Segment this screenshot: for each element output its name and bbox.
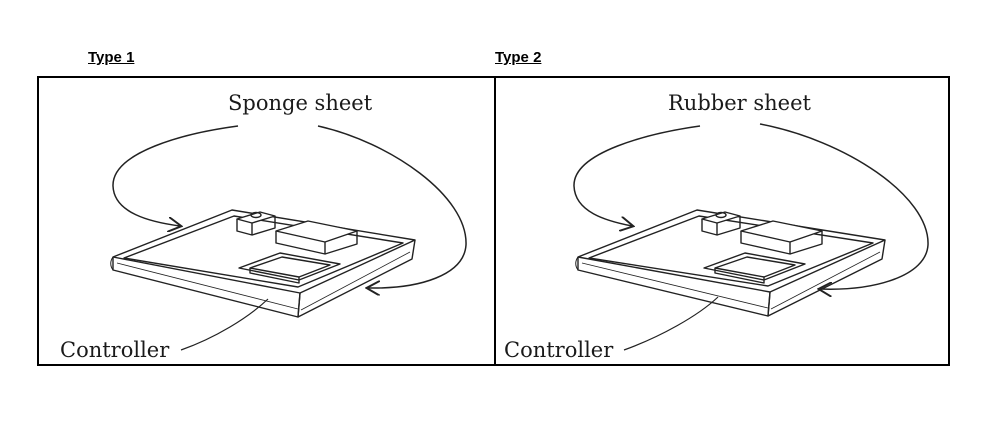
rubber-arrow-right [759, 123, 929, 289]
controller-tray-1 [110, 209, 416, 318]
controller-label-1: Controller [60, 338, 170, 362]
controller-leader-2 [623, 296, 719, 351]
rubber-arrow-left [573, 125, 701, 226]
sponge-arrow-left [112, 125, 239, 226]
controller-leader-1 [180, 298, 269, 351]
type-1-label: Type 1 [88, 49, 135, 66]
diagram-frame [37, 76, 950, 366]
rubber-sheet-label: Rubber sheet [668, 91, 812, 115]
panel-divider [494, 76, 496, 366]
type-2-label: Type 2 [495, 49, 542, 66]
controller-label-2: Controller [504, 338, 614, 362]
controller-tray-2 [575, 209, 886, 317]
panel-2: Rubber sheet [504, 91, 929, 362]
panel-1: Sponge sheet [60, 91, 467, 362]
sponge-sheet-label: Sponge sheet [228, 91, 373, 115]
sponge-arrow-right [317, 125, 467, 288]
